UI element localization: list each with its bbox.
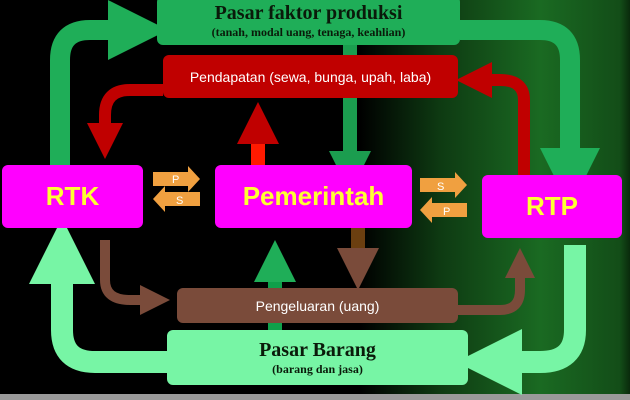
factor-to-rtp-arrow	[460, 20, 600, 208]
goods-market-title: Pasar Barang	[259, 338, 376, 361]
rtk-to-expenditure-arrow	[100, 240, 170, 315]
factor-market-box: Pasar faktor produksi (tanah, modal uang…	[157, 0, 460, 45]
factor-market-subtitle: (tanah, modal uang, tenaga, keahlian)	[211, 24, 406, 39]
exchange-arrow-left	[153, 186, 200, 212]
rtp-label: RTP	[526, 191, 578, 221]
goods-market-subtitle: (barang dan jasa)	[272, 361, 363, 376]
rtk-to-factor-arrow	[50, 0, 168, 188]
goods-to-rtk-arrow	[29, 218, 167, 373]
exchange-arrow-right	[153, 166, 200, 192]
income-to-rtk-arrow	[87, 84, 163, 159]
exchange-arrows	[153, 166, 467, 223]
expenditure-to-rtp-arrow	[458, 248, 535, 315]
expenditure-box: Pengeluaran (uang)	[177, 288, 458, 323]
exchange-arrow-right-2	[420, 172, 467, 198]
expenditure-label: Pengeluaran (uang)	[255, 297, 380, 314]
income-label: Pendapatan (sewa, bunga, upah, laba)	[189, 68, 432, 85]
factor-market-title: Pasar faktor produksi	[214, 1, 403, 24]
income-box: Pendapatan (sewa, bunga, upah, laba)	[163, 55, 458, 98]
rtp-to-goods-arrow	[456, 245, 586, 395]
exchange-arrow-left-2	[420, 197, 467, 223]
exchange-label-s-left: S	[176, 195, 183, 207]
bottom-strip	[0, 394, 630, 400]
exchange-label-p-left: P	[172, 174, 179, 186]
rtk-label: RTK	[45, 181, 100, 211]
government-label: Pemerintah	[242, 181, 385, 211]
rtp-to-income-arrow	[456, 62, 530, 196]
rtp-box: RTP	[482, 175, 622, 238]
government-box: Pemerintah	[215, 165, 412, 228]
goods-market-box: Pasar Barang (barang dan jasa)	[167, 330, 468, 385]
rtk-box: RTK	[2, 165, 143, 228]
exchange-label-p-right: P	[443, 206, 450, 218]
exchange-label-s-right: S	[437, 181, 444, 193]
